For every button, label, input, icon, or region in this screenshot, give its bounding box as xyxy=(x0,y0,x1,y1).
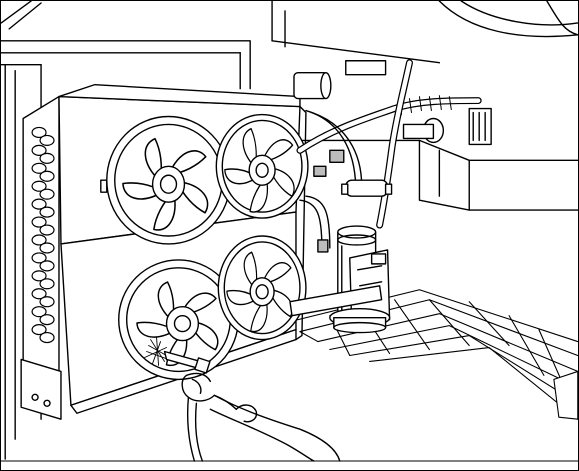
floor-grating xyxy=(289,289,578,420)
fan-icon xyxy=(106,113,309,381)
fan-upper-left xyxy=(106,115,231,245)
fan-lower-right xyxy=(217,235,307,341)
condenser-coil xyxy=(20,95,62,420)
refrigerant-piping xyxy=(293,59,492,253)
fan-upper-right xyxy=(215,113,309,219)
cabinet-frame xyxy=(1,1,578,462)
hand-icon xyxy=(181,372,341,462)
fan-lower-left xyxy=(118,259,239,381)
compressor xyxy=(289,225,391,334)
brush-icon xyxy=(144,337,211,374)
